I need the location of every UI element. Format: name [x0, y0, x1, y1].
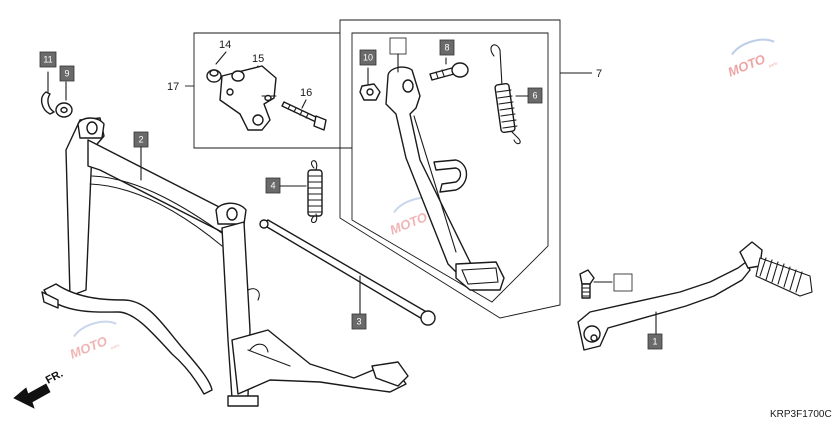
part-1-kick-pedal [577, 241, 813, 351]
part-8-pivot-bolt [429, 57, 469, 81]
part-2-main-stand [41, 117, 409, 407]
badge-11: 11 [39, 51, 57, 68]
part-3-shaft [259, 219, 436, 326]
badge-4-label: 4 [270, 181, 275, 191]
badge-6: 6 [527, 87, 543, 104]
callout-14: 14 [219, 39, 231, 51]
part-16-bolt [281, 101, 327, 131]
part-14-collar [206, 69, 222, 83]
part-15-bracket [219, 65, 277, 131]
part-kick-bolt [579, 269, 613, 299]
arrow-left-icon [13, 383, 51, 409]
watermark-left: MOTO parts [68, 320, 120, 362]
badge-blank-kick-bolt [613, 273, 633, 292]
watermark-brand-3: MOTO [68, 333, 110, 361]
part-11-split-pin [40, 71, 55, 115]
badge-1-label: 1 [652, 337, 657, 347]
watermark-top-right: MOTO parts [726, 38, 778, 80]
badge-8-label: 8 [444, 43, 449, 53]
leader-14 [215, 51, 227, 65]
badge-8: 8 [439, 39, 455, 56]
assembly-17-outline [193, 32, 352, 149]
part-9-washer [55, 81, 73, 118]
badge-3-label: 3 [356, 317, 361, 327]
badge-3: 3 [351, 313, 367, 330]
part-6-spring [490, 44, 521, 145]
badge-blank-side-stand [389, 37, 407, 55]
badge-4: 4 [265, 177, 281, 194]
watermark-brand-1: MOTO [726, 51, 768, 79]
front-arrow: FR. [13, 368, 65, 409]
badge-9-label: 9 [64, 69, 69, 79]
assembly-7-outline-outer [339, 19, 561, 319]
watermark-sub-3: parts [110, 342, 120, 350]
badge-11-label: 11 [43, 55, 52, 65]
callout-16: 16 [300, 87, 312, 99]
watermark-sub-1: parts [768, 60, 778, 68]
part-side-stand [385, 66, 505, 291]
badge-10: 10 [359, 49, 377, 66]
badge-10-label: 10 [363, 53, 373, 63]
diagram-code: KRP3F1700C [770, 409, 832, 420]
part-10-nut [359, 67, 381, 101]
badge-6-label: 6 [532, 91, 537, 101]
watermark-brand-2: MOTO [388, 209, 430, 237]
part-4-spring [307, 160, 323, 224]
badge-1: 1 [647, 333, 663, 350]
assembly-7-outline-inner [351, 32, 549, 303]
badge-9: 9 [59, 65, 75, 82]
callout-7: 7 [596, 68, 602, 80]
callout-17: 17 [167, 81, 179, 93]
badge-2: 2 [133, 131, 149, 148]
callout-15: 15 [252, 53, 264, 65]
front-label: FR. [44, 368, 65, 387]
badge-2-label: 2 [138, 135, 143, 145]
leader-16 [301, 99, 307, 109]
